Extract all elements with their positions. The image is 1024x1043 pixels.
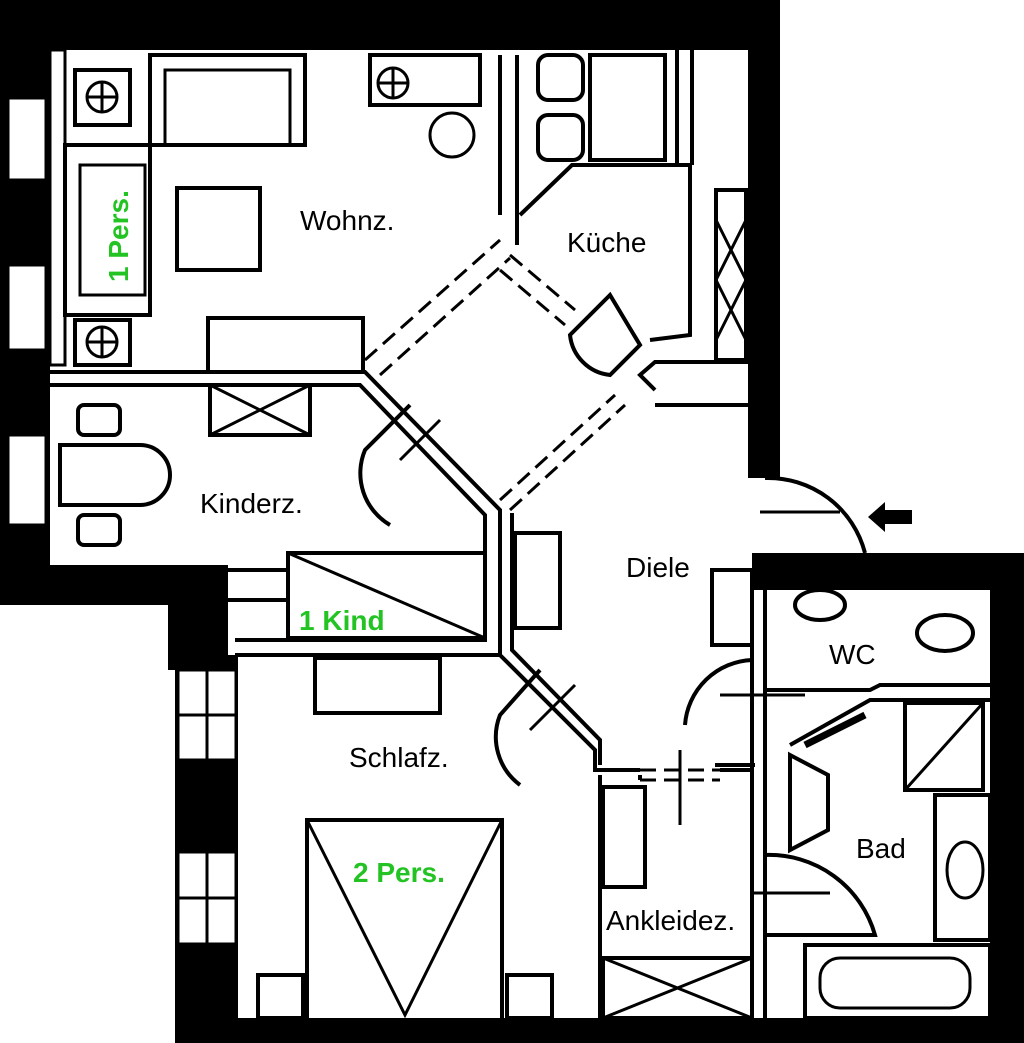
room-label-wc: WC: [829, 639, 876, 670]
room-label-bath: Bad: [856, 833, 906, 864]
doors: [358, 291, 878, 937]
room-label-kitchen: Küche: [567, 227, 646, 258]
furniture: [58, 53, 992, 1022]
room-label-dressing: Ankleidez.: [606, 905, 735, 936]
entrance-arrow-icon: [868, 502, 912, 532]
windows: [6, 48, 238, 946]
room-label-hall: Diele: [626, 552, 690, 583]
room-label-living: Wohnz.: [300, 205, 394, 236]
room-label-bedroom: Schlafz.: [349, 742, 449, 773]
occupancy-living: 1 Pers.: [103, 190, 134, 282]
openings: [364, 238, 720, 825]
occupancy-kids: 1 Kind: [299, 605, 385, 636]
occupancy-bedroom: 2 Pers.: [353, 857, 445, 888]
room-label-kids: Kinderz.: [200, 488, 303, 519]
